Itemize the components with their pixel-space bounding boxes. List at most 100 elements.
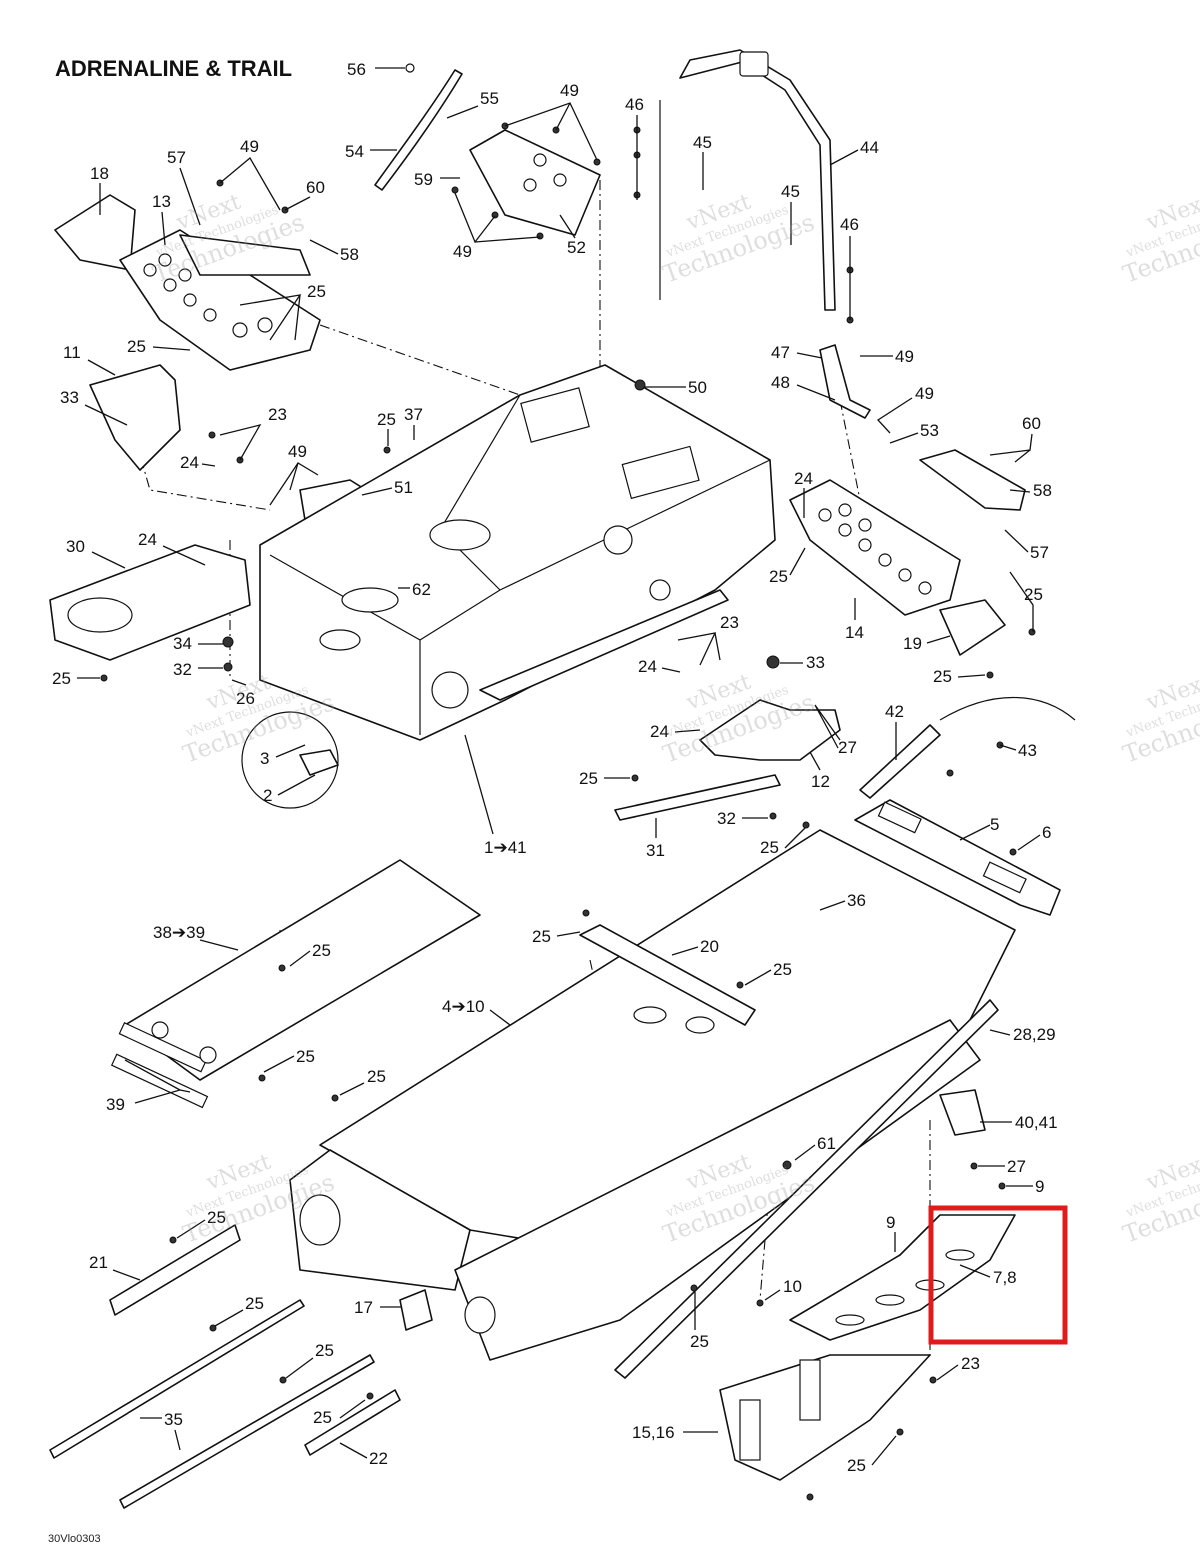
callout-2: 2 [263,786,272,805]
callout-25r: 25 [315,1341,334,1360]
callout-33b: 33 [806,653,825,672]
part-48-bracket [819,344,871,419]
part-54-strap [374,69,463,191]
part-13-footrest [119,229,321,371]
part-40-41-bracket [939,1089,986,1136]
callout-9a: 9 [1035,1177,1044,1196]
callout-45b: 45 [781,182,800,201]
callout-25c: 25 [377,410,396,429]
callout-32b: 32 [717,809,736,828]
part-14-holes [818,503,932,595]
callout-31: 31 [646,841,665,860]
callout-17: 17 [354,1298,373,1317]
callout-45a: 45 [693,133,712,152]
callout-11: 11 [63,343,81,362]
callout-57b: 57 [1030,543,1049,562]
callout-58a: 58 [340,245,359,264]
part-11-bracket [89,364,181,471]
part-20-bracket [579,924,756,1026]
part-15-16-bracket [719,1354,931,1481]
callout-25h: 25 [579,769,598,788]
callout-47: 47 [771,343,790,362]
callout-24a: 24 [180,453,199,472]
callout-61: 61 [817,1134,836,1153]
part-17-plate [399,1289,433,1331]
callout-15-16: 15,16 [632,1423,675,1442]
callouts: 56 55 54 59 49 49 52 18 57 49 60 13 58 2… [52,60,1058,1475]
part-12-bracket [699,699,841,761]
part-38-39-panel [124,859,481,1081]
callout-48: 48 [771,373,790,392]
diagram-title: ADRENALINE & TRAIL [55,56,292,81]
fasteners [100,122,1036,1501]
callout-52: 52 [567,238,586,257]
callout-7-8: 7,8 [993,1268,1017,1287]
callout-37: 37 [404,405,423,424]
callout-46a: 46 [625,95,644,114]
callout-25m: 25 [296,1047,315,1066]
detail-circle [241,711,339,809]
callout-22: 22 [369,1449,388,1468]
callout-34: 34 [173,634,192,653]
part-42-rail [859,724,941,799]
callout-30: 30 [66,537,85,556]
callout-25f: 25 [933,667,952,686]
callout-43: 43 [1018,741,1037,760]
callout-25q: 25 [245,1294,264,1313]
part-35-rail-b [119,1354,375,1509]
callout-14: 14 [845,623,864,642]
callout-42: 42 [885,702,904,721]
part-22-channel [304,1389,401,1456]
callout-51: 51 [394,478,413,497]
part-28-29-rail [614,999,999,1379]
callout-49e: 49 [915,384,934,403]
callout-60a: 60 [306,178,325,197]
callout-18: 18 [90,164,109,183]
callout-24b: 24 [794,469,813,488]
callout-25o: 25 [690,1332,709,1351]
callout-25s: 25 [313,1408,332,1427]
callout-27a: 27 [838,738,857,757]
callout-12: 12 [811,772,830,791]
callout-24e: 24 [650,722,669,741]
callout-13: 13 [152,192,171,211]
callout-54: 54 [345,142,364,161]
callout-25k: 25 [532,927,551,946]
callout-25a: 25 [307,282,326,301]
part-19-bracket [939,599,1006,656]
callout-60b: 60 [1022,414,1041,433]
callout-49d: 49 [895,347,914,366]
callout-50: 50 [688,378,707,397]
callout-23a: 23 [268,405,287,424]
callout-25p: 25 [207,1208,226,1227]
callout-27b: 27 [1007,1157,1026,1176]
callout-6: 6 [1042,823,1051,842]
highlight-box [928,1205,1068,1345]
callout-25d: 25 [769,567,788,586]
part-7-8-runningboard [789,1214,1016,1341]
part-frame-rail [479,589,729,701]
callout-39: 39 [106,1095,125,1114]
callout-19: 19 [903,634,922,653]
part-13-holes [143,253,273,338]
callout-44: 44 [860,138,879,157]
callout-25b: 25 [127,337,146,356]
callout-24d: 24 [638,657,657,676]
part-44-bumper [679,49,836,311]
callout-56: 56 [347,60,366,79]
callout-62: 62 [412,580,431,599]
part-57-plate [179,234,311,276]
callout-49f: 49 [288,442,307,461]
callout-3: 3 [260,749,269,768]
callout-58b: 58 [1033,481,1052,500]
callout-25l: 25 [773,960,792,979]
part-14-footrest [789,479,961,616]
part-31-strip [614,774,781,821]
callout-5: 5 [990,815,999,834]
callout-21: 21 [89,1253,108,1272]
callout-25i: 25 [760,838,779,857]
callout-1-41: 1➔41 [484,838,527,857]
callout-36: 36 [847,891,866,910]
callout-20: 20 [700,937,719,956]
callout-53: 53 [920,421,939,440]
